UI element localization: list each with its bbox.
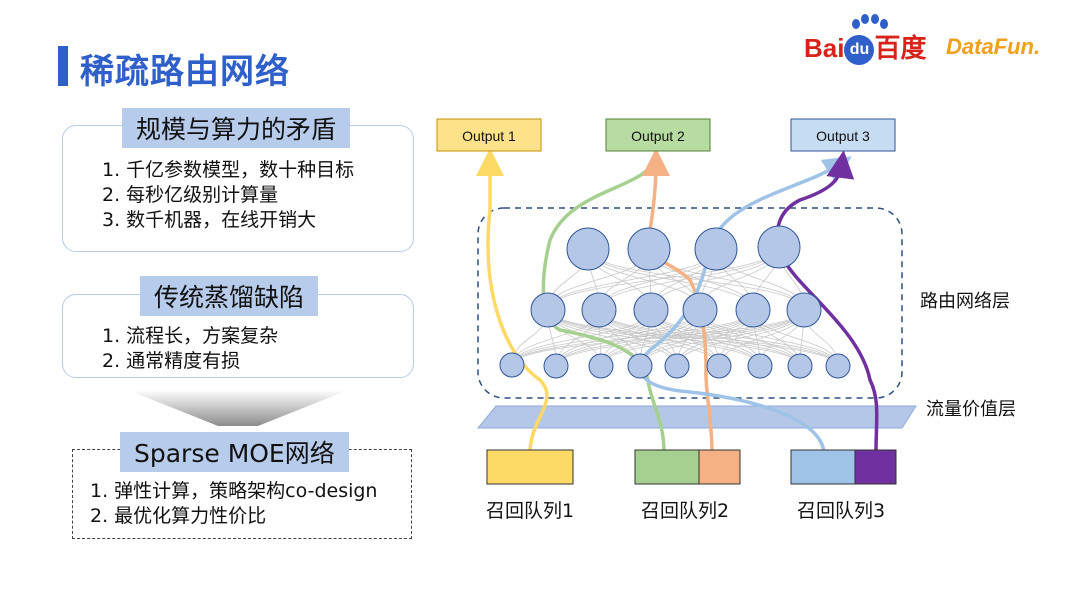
list-item: 2. 每秒亿级别计算量 xyxy=(102,184,279,206)
neuron-nodes xyxy=(499,225,851,379)
neuron-bottom xyxy=(825,353,851,379)
output-2-label: Output 2 xyxy=(631,128,685,144)
neuron-mid xyxy=(633,292,669,328)
datafun-logo: DataFun. xyxy=(946,34,1041,59)
output-3-label: Output 3 xyxy=(816,128,870,144)
output-1-box xyxy=(436,118,542,152)
neuron-bottom xyxy=(499,352,525,378)
list-item: 2. 通常精度有损 xyxy=(102,350,241,372)
route-path-orange xyxy=(641,148,714,453)
neuron-mid xyxy=(530,292,566,328)
queue-2-box-b xyxy=(698,449,741,485)
section-items-distill: 1. 流程长，方案复杂 2. 通常精度有损 xyxy=(102,324,278,374)
neuron-mid xyxy=(581,292,617,328)
baidu-logo-du: du xyxy=(844,35,875,66)
section-items-moe: 1. 弹性计算，策略架构co-design 2. 最优化算力性价比 xyxy=(90,479,377,529)
neuron-top xyxy=(757,225,801,269)
neuron-bottom xyxy=(627,353,653,379)
title-accent-bar xyxy=(58,46,68,86)
traffic-value-layer xyxy=(476,405,917,429)
neuron-mid xyxy=(786,292,822,328)
route-path-blue xyxy=(638,156,852,453)
list-item: 2. 最优化算力性价比 xyxy=(90,505,267,527)
queue-3-box-b xyxy=(854,449,897,485)
neuron-bottom xyxy=(543,353,569,379)
output-3-box xyxy=(790,118,896,152)
route-path-yellow xyxy=(476,148,549,453)
neuron-bottom xyxy=(787,353,813,379)
neuron-top xyxy=(694,227,738,271)
queue-2-box-a xyxy=(634,449,700,485)
baidu-logo-bai: Bai xyxy=(804,33,845,63)
queue-2-label: 召回队列2 xyxy=(641,500,730,522)
down-arrow-funnel xyxy=(128,390,348,426)
neuron-bottom xyxy=(664,353,690,379)
baidu-paw-logo xyxy=(848,14,892,48)
neuron-mid xyxy=(682,292,718,328)
queue-1-box xyxy=(486,449,574,485)
list-item: 1. 流程长，方案复杂 xyxy=(102,325,279,347)
neuron-top xyxy=(566,227,610,271)
list-item: 3. 数千机器，在线开销大 xyxy=(102,209,317,231)
queue-1-label: 召回队列1 xyxy=(486,500,575,522)
output-2-box xyxy=(605,118,711,152)
neuron-mid xyxy=(735,292,771,328)
page-title: 稀疏路由网络 xyxy=(80,52,290,92)
neuron-top xyxy=(627,227,671,271)
section-heading-moe: Sparse MOE网络 xyxy=(120,432,349,472)
neuron-bottom xyxy=(747,353,773,379)
output-1-label: Output 1 xyxy=(462,128,516,144)
section-items-scale: 1. 千亿参数模型，数十种目标 2. 每秒亿级别计算量 3. 数千机器，在线开销… xyxy=(102,158,354,233)
neuron-bottom xyxy=(588,353,614,379)
section-heading-distill: 传统蒸馏缺陷 xyxy=(140,276,319,316)
list-item: 1. 弹性计算，策略架构co-design xyxy=(90,480,378,502)
traffic-layer-label: 流量价值层 xyxy=(926,399,1016,420)
route-path-purple xyxy=(775,150,879,453)
routing-layer-boundary xyxy=(477,207,903,399)
queue-3-label: 召回队列3 xyxy=(797,500,886,522)
route-path-green xyxy=(541,159,666,453)
baidu-logo-cn: 百度 xyxy=(874,33,927,63)
list-item: 1. 千亿参数模型，数十种目标 xyxy=(102,159,355,181)
routing-layer-label: 路由网络层 xyxy=(920,291,1010,312)
section-heading-scale: 规模与算力的矛盾 xyxy=(122,108,351,148)
queue-3-box-a xyxy=(790,449,856,485)
neuron-bottom xyxy=(706,353,732,379)
